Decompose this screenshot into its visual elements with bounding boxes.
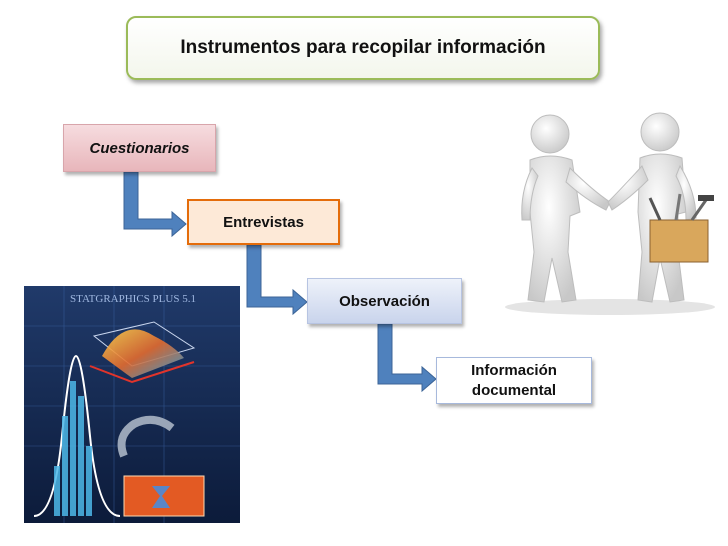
step-label: Entrevistas [223, 213, 304, 231]
statgraphics-cover-title: STATGRAPHICS PLUS 5.1 [70, 293, 196, 305]
diagram-title: Instrumentos para recopilar información [126, 16, 600, 80]
handshake-illustration [505, 112, 715, 315]
connector-arrow-1 [123, 171, 187, 238]
step-cuestionarios: Cuestionarios [63, 124, 216, 172]
toolbox-icon [648, 193, 714, 263]
step-entrevistas: Entrevistas [187, 199, 340, 245]
step-informacion-documental: Información documental [436, 357, 592, 404]
connector-arrow-3 [377, 323, 437, 393]
statgraphics-cover-image: STATGRAPHICS PLUS 5.1 [24, 286, 240, 523]
step-label: Cuestionarios [89, 139, 190, 157]
step-label: Observación [339, 292, 430, 310]
step-observacion: Observación [307, 278, 462, 324]
connector-arrow-2 [246, 244, 308, 316]
step-label: Información documental [471, 362, 557, 399]
